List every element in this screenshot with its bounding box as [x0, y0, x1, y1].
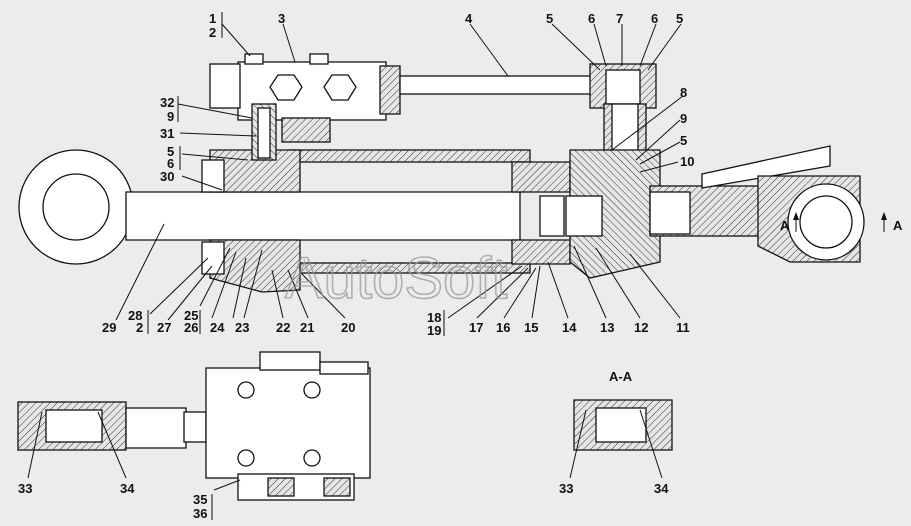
callout-13: 13 [600, 320, 614, 335]
callout-5: 5 [546, 11, 553, 26]
callout-6: 6 [588, 11, 595, 26]
callout-30: 30 [160, 169, 174, 184]
callout-34b: 34 [654, 481, 669, 496]
section-arrow-a-left: A [780, 212, 799, 233]
callout-14: 14 [562, 320, 577, 335]
callout-10: 10 [680, 154, 694, 169]
piston [511, 161, 571, 265]
callout-36: 36 [193, 506, 207, 521]
callout-8: 8 [680, 85, 687, 100]
leader-lines [27, 23, 684, 491]
callout-31: 31 [160, 126, 174, 141]
callout-20: 20 [341, 320, 355, 335]
callout-34: 34 [120, 481, 135, 496]
callout-22: 22 [276, 320, 290, 335]
stack-ticks [147, 12, 445, 520]
callout-26: 26 [184, 320, 198, 335]
callout-27: 27 [157, 320, 171, 335]
callout-labels: 1 2 3 4 5 6 7 6 5 8 9 5 10 32 9 31 5 6 3… [18, 11, 694, 521]
cylinder-tube-upper [289, 149, 531, 163]
callout-32: 32 [160, 95, 174, 110]
callout-2: 2 [209, 25, 216, 40]
rod-eye [18, 149, 134, 265]
callout-6c: 6 [167, 156, 174, 171]
callout-24: 24 [210, 320, 225, 335]
callout-15: 15 [524, 320, 538, 335]
callout-12: 12 [634, 320, 648, 335]
section-title: A-A [609, 369, 633, 384]
callout-33b: 33 [559, 481, 573, 496]
callout-5c: 5 [680, 133, 687, 148]
callout-18: 18 [427, 310, 441, 325]
callout-35: 35 [193, 492, 207, 507]
callout-3: 3 [278, 11, 285, 26]
callout-29: 29 [102, 320, 116, 335]
callout-11: 11 [676, 320, 690, 335]
section-arrow-a-right: A [881, 212, 903, 233]
callout-2b: 2 [136, 320, 143, 335]
piston-rod [125, 191, 521, 241]
gland-nut-lower [201, 241, 225, 275]
valve-block [209, 53, 401, 161]
callout-16: 16 [496, 320, 510, 335]
callout-6b: 6 [651, 11, 658, 26]
callout-23: 23 [235, 320, 249, 335]
section-a-a-view: A-A [573, 369, 673, 451]
callout-21: 21 [300, 320, 314, 335]
bottom-head [565, 145, 865, 279]
callout-17: 17 [469, 320, 483, 335]
callout-9: 9 [680, 111, 687, 126]
callout-28: 28 [128, 308, 142, 323]
watermark: AutoSoft [285, 246, 507, 311]
callout-19: 19 [427, 323, 441, 338]
bottom-left-view [17, 351, 371, 501]
section-mark-left: A [780, 218, 790, 233]
callout-25: 25 [184, 308, 198, 323]
callout-5d: 5 [167, 144, 174, 159]
gland-nut [201, 159, 225, 193]
callout-5b: 5 [676, 11, 683, 26]
callout-4: 4 [465, 11, 473, 26]
section-mark-right: A [893, 218, 903, 233]
main-view: A A [18, 53, 903, 293]
callout-33: 33 [18, 481, 32, 496]
callout-1: 1 [209, 11, 216, 26]
callout-9b: 9 [167, 109, 174, 124]
callout-7: 7 [616, 11, 623, 26]
